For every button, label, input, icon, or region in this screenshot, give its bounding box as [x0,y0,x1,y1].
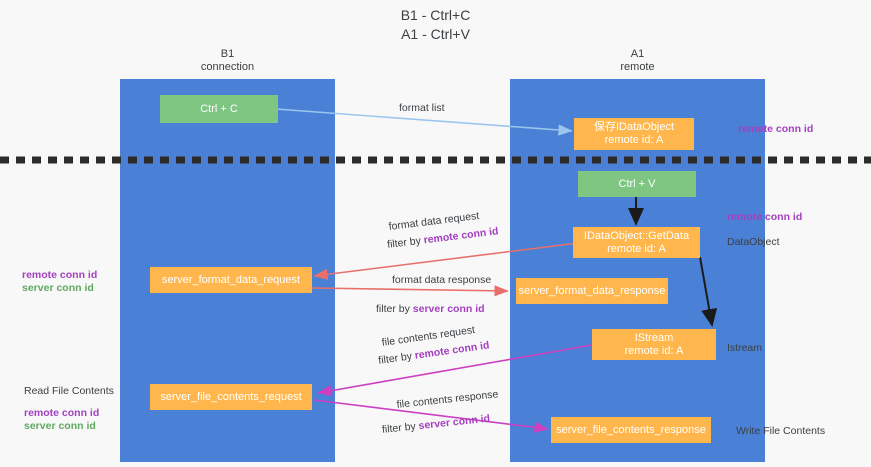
box-idataobject-line1: 保存IDataObject [593,121,675,133]
annotation-right-remote-conn-id-mid: remote conn id [727,211,803,223]
box-getdata[interactable]: IDataObject::GetData remote id: A [573,227,700,258]
annotation-left-server-conn-id-2: server conn id [24,420,96,432]
box-istream-line1: IStream [634,331,674,344]
box-server-file-contents-response[interactable]: server_file_contents_response [551,417,711,443]
box-server-file-contents-request-label: server_file_contents_request [160,390,302,403]
label-ffdres-value: server conn id [412,303,485,315]
arrow-file-contents-request [317,344,593,397]
arrow-getdata-to-istream [699,256,718,327]
annotation-right-istream: Istream [727,342,763,354]
arrow-format-data-response [311,285,509,297]
box-ctrl-v-label: Ctrl + V [618,177,656,190]
arrow-format-data-request [313,242,579,280]
box-istream[interactable]: IStream remote id: A [592,329,716,360]
box-server-file-contents-request[interactable]: server_file_contents_request [150,384,312,410]
box-idataobject-remote[interactable]: 保存IDataObject remote id: A [574,118,694,150]
label-format-data-response: format data response [392,274,492,286]
annotation-right-write-file-contents: Write File Contents [736,425,826,437]
box-ctrl-c-label: Ctrl + C [200,102,238,115]
annotation-left-server-conn-id: server conn id [22,282,94,294]
box-ctrl-c[interactable]: Ctrl + C [160,95,278,123]
box-server-format-data-response[interactable]: server_format_data_response [516,278,668,304]
label-fcr-prefix: filter by [377,349,416,367]
annotation-right-data-object: DataObject [727,236,780,248]
label-format-list: format list [399,102,445,114]
annotation-right-remote-conn-id-top: remote conn id [738,123,814,135]
arrow-format-list [275,108,573,136]
arrow-file-contents-response [313,399,549,433]
box-getdata-line2: remote id: A [607,242,666,255]
box-idataobject-line2: remote id: A [604,134,664,146]
label-ffdr-prefix: filter by [386,234,425,251]
label-format-data-response-filter: filter by server conn id [376,299,485,317]
box-getdata-line1: IDataObject::GetData [583,229,690,242]
annotation-left-remote-conn-id: remote conn id [22,269,98,281]
box-ctrl-v[interactable]: Ctrl + V [578,171,696,197]
annotation-left-read-file-contents: Read File Contents [24,385,114,397]
lane-title-b1: B1 connection [200,48,255,73]
box-server-format-data-request[interactable]: server_format_data_request [150,267,312,293]
box-server-file-contents-response-label: server_file_contents_response [556,423,706,436]
label-ffdres-prefix: filter by [376,303,413,315]
box-istream-line2: remote id: A [624,344,684,357]
lane-title-a1: A1 remote [620,48,655,73]
label-fcres-prefix: filter by [381,420,420,436]
box-server-format-data-response-label: server_format_data_response [518,284,666,297]
page-title: B1 - Ctrl+C A1 - Ctrl+V [400,7,471,42]
annotation-left-remote-conn-id-2: remote conn id [24,407,100,419]
box-server-format-data-request-label: server_format_data_request [161,273,301,286]
